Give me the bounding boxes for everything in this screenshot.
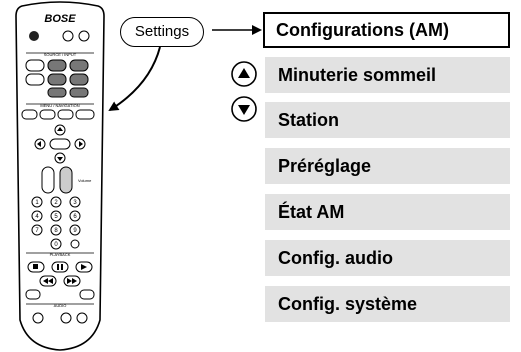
key-9[interactable] [69,224,81,236]
exit-button[interactable] [57,109,74,120]
pause-button[interactable] [51,261,69,273]
key-5[interactable] [50,210,62,222]
source-button-1[interactable] [25,59,45,72]
source-button-3[interactable] [69,59,89,72]
audio-label: AUDIO [54,303,67,308]
key-4-label: 4 [35,214,39,220]
source-button-7[interactable] [47,87,67,98]
source-button-2[interactable] [47,59,67,72]
keypad: 1 2 3 4 5 6 7 8 9 0 [31,196,81,250]
menu-item-minuterie-sommeil[interactable]: Minuterie sommeil [265,57,510,93]
source-button-8[interactable] [69,87,89,98]
key-9-label: 9 [73,228,77,234]
source-button-4[interactable] [25,73,45,86]
mute-button[interactable] [62,30,74,42]
key-0-label: 0 [54,242,58,248]
shuffle-button[interactable] [25,289,41,300]
key-2[interactable] [50,196,62,208]
up-arrow-icon [238,68,250,78]
menu-item-etat-am[interactable]: État AM [265,194,510,230]
key-0[interactable] [50,238,62,250]
key-1[interactable] [31,196,43,208]
volume-label: Volume [78,178,92,183]
down-arrow-button[interactable] [230,95,258,123]
remote-control: BOSE SOURCE / INPUT MENU / NAVIGATION Vo… [15,1,105,351]
pre-store-key[interactable] [70,239,80,249]
key-7[interactable] [31,224,43,236]
key-2-label: 2 [54,200,58,206]
disc-button[interactable] [21,109,38,120]
menu-item-configurations-am[interactable]: Configurations (AM) [263,12,510,48]
settings-button[interactable] [75,109,95,120]
callout-arrow [108,46,161,112]
playback-label: PLAYBACK [50,252,71,257]
key-6[interactable] [69,210,81,222]
key-5-label: 5 [54,214,58,220]
source-button-6[interactable] [69,73,89,86]
settings-callout: Settings [120,17,204,47]
power-button[interactable] [29,31,39,41]
menu-navigation-label: MENU / NAVIGATION [40,103,79,108]
down-arrow-icon [238,105,250,115]
volume-rocker[interactable] [59,166,73,194]
surround-plus-button[interactable] [76,312,88,324]
channel-rocker[interactable] [41,166,55,194]
menu-item-config-audio[interactable]: Config. audio [265,240,510,276]
menu-item-prereglage[interactable]: Préréglage [265,148,510,184]
enter-button[interactable] [49,138,71,150]
surround-minus-button[interactable] [60,312,72,324]
menu-item-config-systeme[interactable]: Config. système [265,286,510,322]
up-arrow-button[interactable] [230,60,258,88]
bose-logo: BOSE [44,13,76,25]
key-8-label: 8 [54,228,58,234]
repeat-button[interactable] [79,289,95,300]
source-input-label: SOURCE / INPUT [44,52,77,57]
guide-button[interactable] [39,109,56,120]
key-8[interactable] [50,224,62,236]
source-button-5[interactable] [47,73,67,86]
key-4[interactable] [31,210,43,222]
key-7-label: 7 [35,228,39,234]
on-off-button[interactable] [78,30,90,42]
key-1-label: 1 [35,200,39,206]
standard-button[interactable] [32,312,44,324]
menu-item-station[interactable]: Station [265,102,510,138]
key-3[interactable] [69,196,81,208]
key-6-label: 6 [73,214,77,220]
key-3-label: 3 [73,200,77,206]
